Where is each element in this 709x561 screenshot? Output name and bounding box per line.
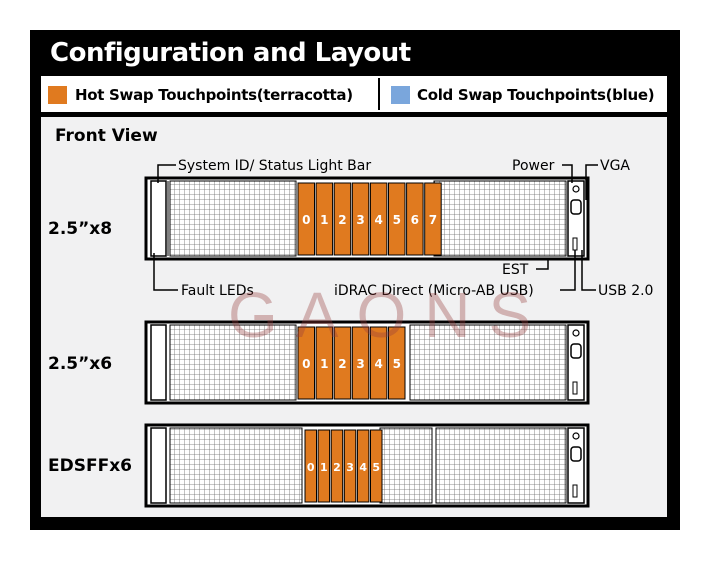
chassis-edsffx6 <box>144 423 590 508</box>
drive-bay <box>369 182 388 256</box>
drive-bay-number: 0 <box>302 213 310 227</box>
drive-bay-number: 0 <box>302 357 310 371</box>
callout-fault-leds: Fault LEDs <box>181 283 254 299</box>
fault-leader <box>153 253 178 291</box>
drive-bay-number: 3 <box>356 213 364 227</box>
hot-swap-legend-label: Hot Swap Touchpoints(terracotta) <box>75 86 353 104</box>
hot-swap-swatch <box>48 86 67 104</box>
drive-bay-number: 1 <box>320 357 328 371</box>
est-leader <box>536 259 549 270</box>
drive-bay-number: 1 <box>320 213 328 227</box>
drive-bay <box>333 326 352 400</box>
drive-bay-number: 4 <box>374 213 382 227</box>
callout-lines <box>153 164 598 291</box>
legend: Hot Swap Touchpoints(terracotta) Cold Sw… <box>41 76 667 112</box>
drive-bay-number: 5 <box>393 213 401 227</box>
cold-swap-swatch <box>391 86 410 104</box>
drive-bay-number: 4 <box>359 461 367 474</box>
drive-bay <box>297 182 315 256</box>
page-title: Configuration and Layout <box>50 38 411 68</box>
drive-bay <box>388 182 406 256</box>
sysid-leader <box>157 164 176 183</box>
drive-bay <box>315 326 334 400</box>
drive-bay <box>356 429 370 503</box>
callout-idrac-direct: iDRAC Direct (Micro-AB USB) <box>334 283 534 299</box>
drive-bay-number: 2 <box>333 461 341 474</box>
chassis-2-5x6 <box>144 320 590 405</box>
drive-bay <box>297 326 315 400</box>
section-title: Front View <box>55 126 158 146</box>
drive-bay <box>315 182 334 256</box>
drive-bay-number: 2 <box>338 357 346 371</box>
callout-vga: VGA <box>600 158 631 174</box>
drive-bay-number: 7 <box>429 213 437 227</box>
row-label-2-5x8: 2.5”x8 <box>48 219 113 239</box>
drive-bay-number: 3 <box>346 461 354 474</box>
drive-bay <box>351 326 370 400</box>
drive-bay-number: 5 <box>393 357 401 371</box>
idrac-leader <box>560 250 576 291</box>
callout-est: EST <box>502 262 529 278</box>
drive-bay <box>370 429 383 503</box>
drive-bay-number: 5 <box>372 461 380 474</box>
drive-bay-number: 4 <box>374 357 382 371</box>
cold-swap-legend-label: Cold Swap Touchpoints(blue) <box>417 86 655 104</box>
drive-bay <box>388 326 406 400</box>
callout-power: Power <box>512 158 555 174</box>
row-label-2-5x6: 2.5”x6 <box>48 354 113 374</box>
watermark: GAONS <box>228 279 550 351</box>
drive-bay <box>333 182 352 256</box>
callout-system-id: System ID/ Status Light Bar <box>178 158 372 174</box>
drive-bay-number: 1 <box>320 461 328 474</box>
drive-bay <box>330 429 344 503</box>
drive-bay <box>424 182 442 256</box>
power-leader <box>562 164 573 183</box>
drive-bay <box>369 326 388 400</box>
callout-usb-2: USB 2.0 <box>598 283 654 299</box>
drive-bay <box>351 182 370 256</box>
row-label-edsffx6: EDSFFx6 <box>48 456 132 476</box>
drive-bay-number: 2 <box>338 213 346 227</box>
drive-bay-number: 6 <box>411 213 419 227</box>
usb-leader <box>581 250 596 291</box>
drive-bay <box>304 429 317 503</box>
drive-bay <box>406 182 424 256</box>
vga-leader <box>585 164 598 200</box>
legend-divider <box>378 78 380 110</box>
drive-bay-number: 3 <box>356 357 364 371</box>
drive-bay <box>343 429 357 503</box>
drive-bay <box>317 429 331 503</box>
drive-bay-number: 0 <box>307 461 315 474</box>
